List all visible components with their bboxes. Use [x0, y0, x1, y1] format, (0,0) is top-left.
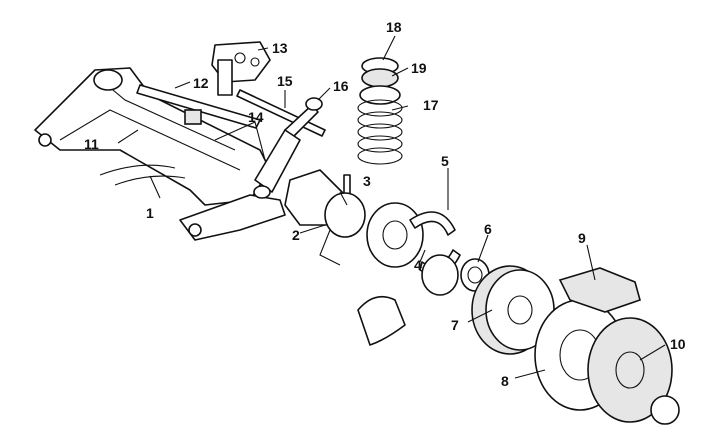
- callout-10: 10: [670, 336, 686, 352]
- brake-valve: [211, 41, 271, 96]
- callout-16: 16: [333, 78, 349, 94]
- callout-12: 12: [193, 75, 209, 91]
- callout-18: 18: [386, 19, 402, 35]
- callout-14: 14: [248, 109, 264, 125]
- stabilizer-rod: [136, 84, 261, 129]
- hub-drum: [471, 265, 555, 355]
- callout-6: 6: [484, 221, 492, 237]
- callout-19: 19: [411, 60, 427, 76]
- seal-ring: [421, 254, 459, 296]
- callout-4: 4: [414, 257, 422, 273]
- callout-labels: 1 2 3 4 5 6 7 8 9 10 11 12 13 14 15 16 1…: [84, 19, 686, 389]
- callout-5: 5: [441, 153, 449, 169]
- callout-9: 9: [578, 230, 586, 246]
- coil-spring: [357, 57, 403, 165]
- leader-lines: [117, 35, 666, 379]
- callout-15: 15: [277, 73, 293, 89]
- callout-8: 8: [501, 373, 509, 389]
- backing-plate: [284, 169, 424, 268]
- callout-13: 13: [272, 40, 288, 56]
- axle-frame: [34, 67, 286, 241]
- shock-absorber: [253, 97, 323, 199]
- callout-7: 7: [451, 317, 459, 333]
- brake-pad: [558, 267, 641, 313]
- callout-11: 11: [84, 136, 99, 152]
- brake-shoes-lower: [357, 295, 406, 346]
- callout-2: 2: [292, 227, 300, 243]
- dust-cover: [587, 317, 680, 425]
- callout-17: 17: [423, 97, 439, 113]
- callout-1: 1: [146, 205, 154, 221]
- callout-3: 3: [363, 173, 371, 189]
